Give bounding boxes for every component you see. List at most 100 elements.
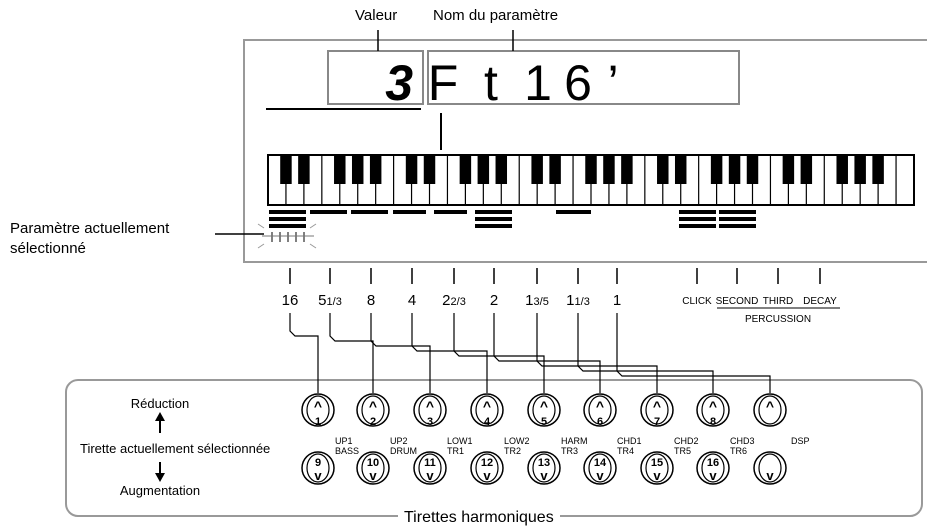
leader-line-0 xyxy=(289,313,319,393)
leader-line-6 xyxy=(536,313,658,393)
footage-label-5: 2 xyxy=(490,292,498,309)
footage-label-6: 13/5 xyxy=(525,292,549,309)
blink-ray xyxy=(309,223,317,229)
black-key xyxy=(836,155,848,184)
drawbar-level-bar xyxy=(393,210,426,214)
button-mid-label: CHD2 xyxy=(674,436,699,446)
button-mid-label: TR4 xyxy=(617,446,634,456)
drawbar-level-bar xyxy=(679,217,716,221)
up-arrow-icon: ^ xyxy=(314,398,322,414)
black-key xyxy=(800,155,813,184)
button-up-outer xyxy=(413,393,447,427)
leader-line-5 xyxy=(493,313,601,393)
button-number-bottom: 15 xyxy=(651,457,663,469)
button-down-outer xyxy=(753,451,787,485)
button-number-top: 1 xyxy=(315,416,321,428)
black-key xyxy=(280,155,292,184)
black-key xyxy=(746,155,759,184)
augmentation-arrow-icon xyxy=(155,473,165,482)
button-down-outer xyxy=(301,451,335,485)
drawbar-level-bar xyxy=(719,224,756,228)
black-key xyxy=(603,155,615,184)
button-up-inner xyxy=(361,395,385,425)
button-mid-label: BASS xyxy=(335,446,359,456)
button-up-inner xyxy=(475,395,499,425)
percussion-label-0: CLICK xyxy=(682,296,712,307)
button-number-top: 5 xyxy=(541,416,547,428)
black-key xyxy=(728,155,741,184)
up-arrow-icon: ^ xyxy=(369,398,377,414)
lcd-param-char-4: ’ xyxy=(607,55,618,111)
button-down-inner xyxy=(645,453,669,483)
button-down-outer xyxy=(527,451,561,485)
percussion-label-2: THIRD xyxy=(763,296,794,307)
percussion-label-3: DECAY xyxy=(803,296,837,307)
drawbar-level-bar xyxy=(475,210,512,214)
black-key xyxy=(531,155,543,184)
footage-label-0: 16 xyxy=(282,292,299,309)
drawbar-level-bar xyxy=(269,217,306,221)
leader-line-8 xyxy=(616,313,771,393)
button-up-outer xyxy=(527,393,561,427)
lcd-value-box xyxy=(327,50,424,105)
black-key xyxy=(298,155,310,184)
down-arrow-icon: v xyxy=(766,468,774,483)
leader-line-1 xyxy=(329,313,374,393)
leader-line-7 xyxy=(577,313,714,393)
button-up-outer xyxy=(470,393,504,427)
button-up-inner xyxy=(758,395,782,425)
button-up-outer xyxy=(696,393,730,427)
button-down-inner xyxy=(418,453,442,483)
label-augmentation: Augmentation xyxy=(119,483,201,498)
down-arrow-icon: v xyxy=(596,468,604,483)
lcd-param-box xyxy=(427,50,740,105)
button-up-outer xyxy=(753,393,787,427)
up-arrow-icon: ^ xyxy=(709,398,717,414)
lcd-value-digit: 3 xyxy=(385,55,413,111)
down-arrow-icon: v xyxy=(540,468,548,483)
label-tirettes-harmoniques: Tirettes harmoniques xyxy=(398,509,560,527)
button-number-bottom: 9 xyxy=(315,457,321,469)
button-number-bottom: 13 xyxy=(538,457,550,469)
black-key xyxy=(334,155,346,184)
down-arrow-icon: v xyxy=(709,468,717,483)
drawbar-level-bar xyxy=(351,210,388,214)
button-mid-label: TR2 xyxy=(504,446,521,456)
black-key xyxy=(621,155,633,184)
black-key xyxy=(854,155,866,184)
drawbar-level-bar xyxy=(434,210,467,214)
button-down-outer xyxy=(640,451,674,485)
down-arrow-icon: v xyxy=(653,468,661,483)
button-mid-label: UP2 xyxy=(390,436,408,446)
label-parametre-selectionne-2: sélectionné xyxy=(10,240,86,257)
button-down-inner xyxy=(306,453,330,483)
drawbar-level-bar xyxy=(556,210,591,214)
black-key xyxy=(782,155,795,184)
button-down-outer xyxy=(356,451,390,485)
black-key xyxy=(674,155,687,184)
button-mid-label: LOW1 xyxy=(447,436,473,446)
black-key xyxy=(423,155,436,184)
button-up-outer xyxy=(301,393,335,427)
button-number-bottom: 14 xyxy=(594,457,607,469)
button-down-outer xyxy=(413,451,447,485)
footage-label-7: 11/3 xyxy=(566,292,590,309)
button-up-outer xyxy=(640,393,674,427)
button-down-outer xyxy=(470,451,504,485)
button-number-top: 6 xyxy=(597,416,603,428)
button-mid-label: TR6 xyxy=(730,446,747,456)
blink-ray xyxy=(257,223,265,229)
button-up-inner xyxy=(645,395,669,425)
drawbar-level-bar xyxy=(475,224,512,228)
button-number-bottom: 12 xyxy=(481,457,493,469)
